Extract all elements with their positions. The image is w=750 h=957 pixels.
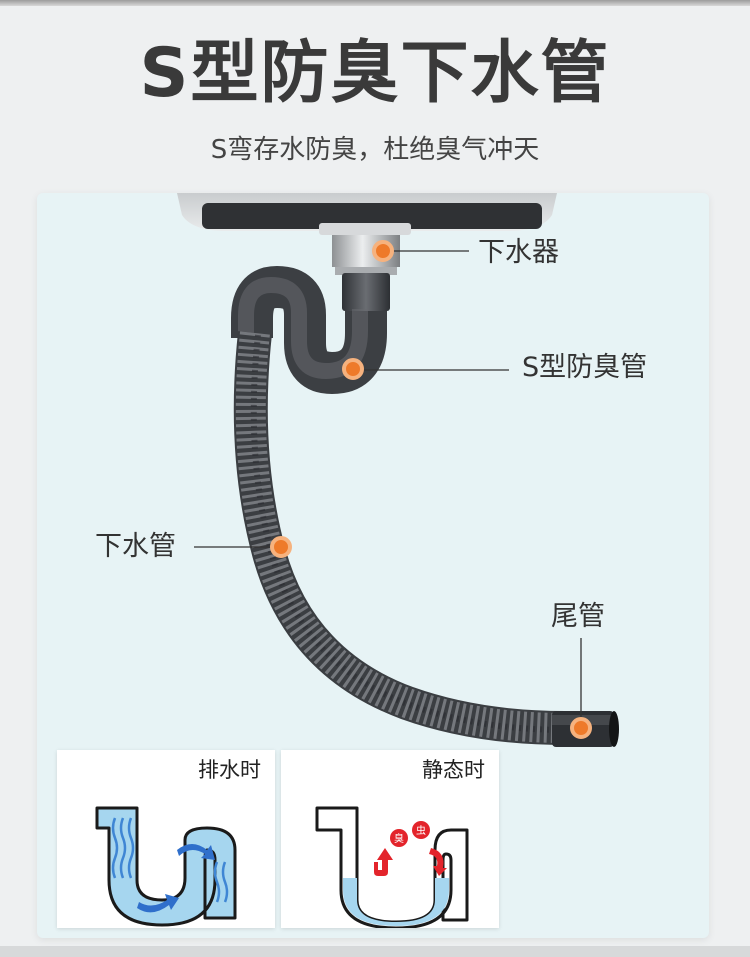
blocked-arrow-icon — [374, 848, 447, 876]
marker-dot — [570, 717, 592, 739]
static-state-label: 静态时 — [422, 758, 485, 782]
bottom-decor-strip — [0, 946, 750, 957]
label-drain-hose: 下水管 — [95, 531, 176, 562]
marker-dot — [372, 240, 394, 262]
drain-strainer — [319, 223, 411, 275]
marker-dot — [342, 358, 364, 380]
draining-state-label: 排水时 — [198, 758, 261, 782]
connector-nut — [342, 273, 390, 311]
draining-state-card: 排水时 — [57, 750, 275, 928]
insect-badge-icon: 虫 — [412, 821, 430, 839]
label-drain: 下水器 — [478, 237, 559, 268]
svg-text:虫: 虫 — [416, 825, 426, 837]
callout-leader-lines — [194, 250, 582, 726]
label-tail-pipe: 尾管 — [551, 601, 605, 632]
top-decor-strip — [0, 0, 750, 6]
static-state-card: 静态时 臭 虫 — [281, 750, 499, 928]
odor-badge-icon: 臭 — [390, 829, 408, 847]
static-water-seal-diagram: 臭 虫 — [315, 806, 469, 928]
callout-markers — [270, 240, 592, 739]
draining-flow-diagram — [95, 806, 237, 927]
corrugated-drain-hose — [233, 331, 569, 745]
page-title: S型防臭下水管 — [139, 34, 611, 113]
page-subtitle: S弯存水防臭，杜绝臭气冲天 — [210, 135, 540, 165]
drain-pipe-illustration — [177, 193, 619, 747]
flow-arrow-icon — [137, 844, 215, 913]
sink-basin — [177, 193, 557, 231]
water-seal — [343, 878, 449, 926]
flow-waves — [111, 817, 229, 903]
svg-text:臭: 臭 — [394, 832, 404, 845]
label-s-trap: S型防臭管 — [522, 352, 648, 383]
marker-dot — [270, 536, 292, 558]
